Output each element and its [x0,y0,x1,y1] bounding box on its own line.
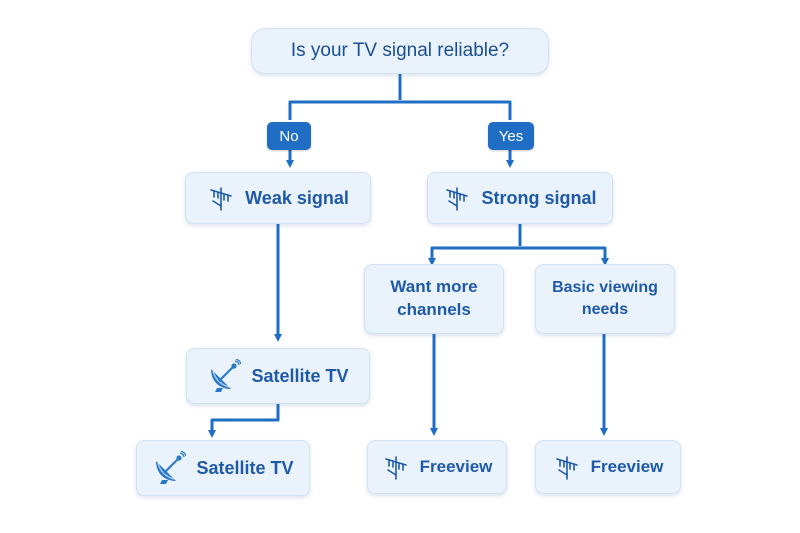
freeview-label-1: Freeview [419,456,493,476]
satellite-tv-final-node: Satellite TV [136,440,310,496]
satellite-tv-final-label: Satellite TV [196,457,294,478]
antenna-icon [207,184,235,212]
basic-viewing-needs-node: Basic viewing needs [535,264,675,334]
antenna-icon [443,184,471,212]
question-label: Is your TV signal reliable? [290,40,510,62]
yes-badge: Yes [488,122,534,150]
satellite-dish-icon [207,359,242,393]
no-badge: No [267,122,311,150]
strong-signal-node: Strong signal [427,172,613,224]
antenna-icon [382,453,410,481]
want-more-channels-label: Want more channels [390,277,478,319]
satellite-tv-label: Satellite TV [251,365,349,386]
connector-question-split [288,74,512,120]
want-more-channels-node: Want more channels [364,264,504,334]
weak-signal-label: Weak signal [245,187,349,208]
question-node: Is your TV signal reliable? [251,28,549,74]
satellite-dish-icon [152,451,187,485]
freeview-node-1: Freeview [367,440,507,494]
freeview-node-2: Freeview [535,440,681,494]
weak-signal-node: Weak signal [185,172,371,224]
antenna-icon [553,453,581,481]
yes-badge-label: Yes [498,127,524,145]
connector-satellite-to-satellite [208,404,280,438]
freeview-label-2: Freeview [590,456,664,476]
connector-strong-split [430,224,607,258]
basic-viewing-needs-label: Basic viewing needs [552,279,658,318]
strong-signal-label: Strong signal [481,187,597,208]
satellite-tv-node: Satellite TV [186,348,370,404]
no-badge-label: No [279,127,299,145]
